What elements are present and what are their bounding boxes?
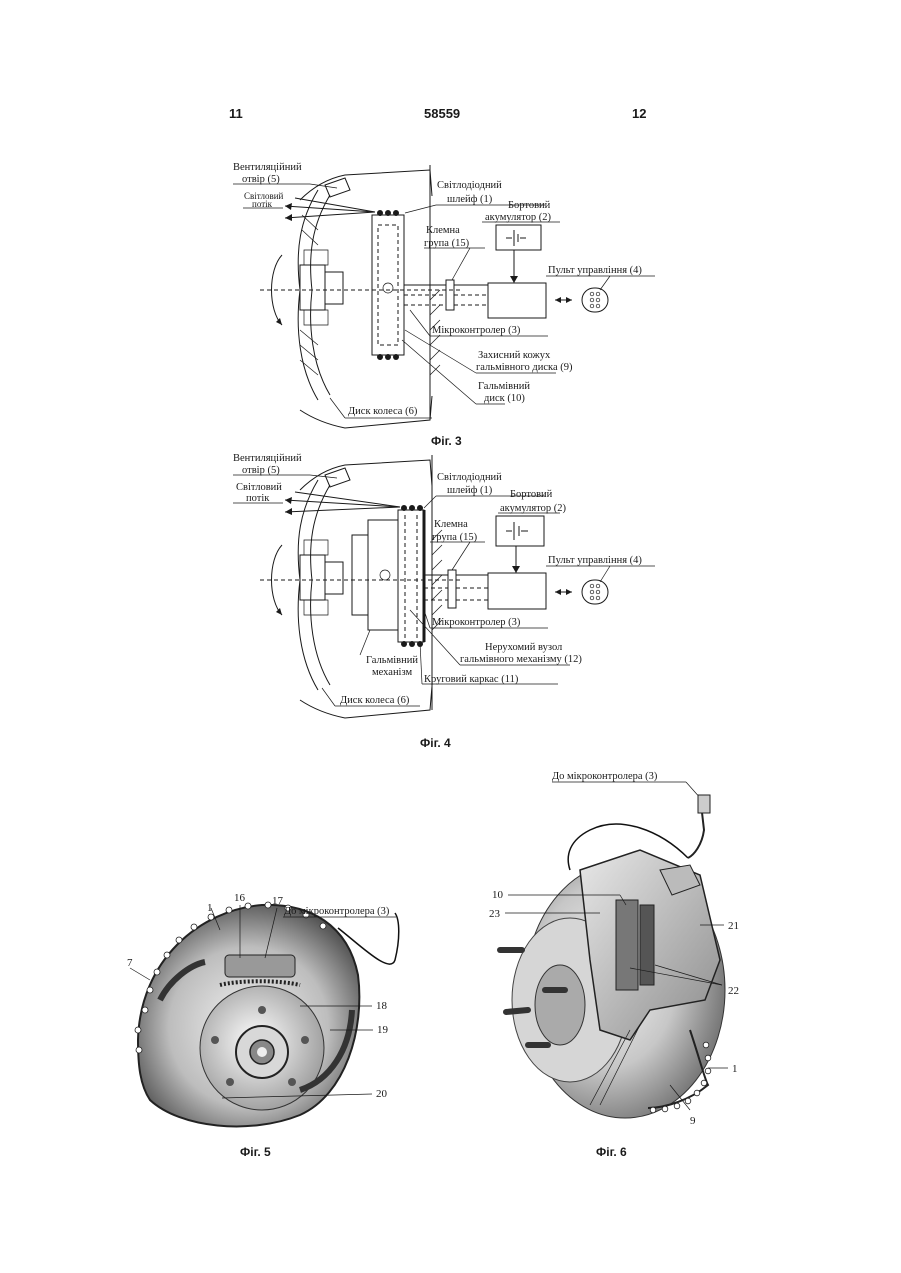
label-led-strip: Світлодіодний bbox=[437, 472, 502, 483]
label-terminal-group: Клемна bbox=[434, 519, 468, 530]
svg-text:гальмівного механізму (12): гальмівного механізму (12) bbox=[460, 654, 582, 665]
label-led-strip: Світлодіодний bbox=[437, 180, 502, 191]
hub bbox=[300, 265, 325, 310]
label-wheel: Диск колеса (6) bbox=[340, 695, 410, 706]
light-flow-arrows bbox=[285, 198, 375, 221]
svg-text:група (15): група (15) bbox=[424, 238, 470, 249]
brake-pad bbox=[616, 900, 638, 990]
page-number-left: 11 bbox=[229, 106, 243, 121]
battery-box bbox=[496, 516, 544, 546]
label-23: 23 bbox=[489, 908, 501, 920]
figure-6-photo: До мікроконтролера (3) 10 23 21 22 1 9 bbox=[0, 765, 901, 1145]
circular-frame bbox=[398, 510, 424, 642]
led-strip bbox=[401, 505, 423, 647]
figure-5-caption: Фіг. 5 bbox=[240, 1145, 271, 1159]
svg-text:шлейф (1): шлейф (1) bbox=[447, 485, 493, 496]
label-10: 10 bbox=[492, 889, 504, 901]
brake-disc bbox=[372, 215, 404, 355]
leader-lines bbox=[233, 184, 655, 418]
sensor-connector bbox=[698, 795, 710, 813]
label-battery: Бортовий bbox=[508, 200, 551, 211]
microcontroller-box bbox=[488, 573, 546, 609]
svg-text:група (15): група (15) bbox=[432, 532, 478, 543]
figure-3-caption: Фіг. 3 bbox=[431, 434, 462, 448]
vent-hole bbox=[325, 178, 350, 197]
page-number-right: 12 bbox=[632, 106, 646, 121]
remote-control-icon bbox=[555, 288, 608, 312]
label-battery: Бортовий bbox=[510, 489, 553, 500]
svg-text:потік: потік bbox=[252, 199, 273, 209]
label-light-flow: Світловий bbox=[236, 482, 282, 493]
microcontroller-box bbox=[488, 283, 546, 318]
svg-text:отвір (5): отвір (5) bbox=[242, 174, 280, 185]
label-22: 22 bbox=[728, 985, 739, 997]
label-9: 9 bbox=[690, 1115, 696, 1127]
label-mcu: Мікроконтролер (3) bbox=[432, 325, 521, 336]
svg-text:акумулятор (2): акумулятор (2) bbox=[500, 503, 567, 514]
patent-number: 58559 bbox=[424, 106, 460, 121]
figure-4-diagram: Вентиляційний отвір (5) Світловий потік … bbox=[0, 448, 901, 738]
svg-text:механізм: механізм bbox=[372, 667, 412, 678]
label-brake-mechanism: Гальмівний bbox=[366, 655, 418, 666]
label-21: 21 bbox=[728, 920, 739, 932]
label-wheel: Диск колеса (6) bbox=[348, 406, 418, 417]
label-1: 1 bbox=[732, 1063, 738, 1075]
label-fixed-unit: Нерухомий вузол bbox=[485, 642, 562, 653]
svg-text:диск (10): диск (10) bbox=[484, 393, 525, 404]
terminal-group bbox=[446, 280, 454, 310]
label-vent-hole: Вентиляційний bbox=[233, 453, 302, 464]
wiring bbox=[404, 250, 518, 305]
label-cover: Захисний кожух bbox=[478, 350, 551, 361]
remote-control-icon bbox=[555, 580, 608, 604]
label-terminal-group: Клемна bbox=[426, 225, 460, 236]
svg-text:потік: потік bbox=[246, 493, 270, 504]
wheel-rim bbox=[298, 460, 432, 718]
brake-mechanism bbox=[368, 520, 398, 630]
label-circular-frame: Круговий каркас (11) bbox=[424, 674, 519, 685]
svg-text:гальмівного диска (9): гальмівного диска (9) bbox=[476, 362, 573, 373]
led-strip bbox=[377, 210, 399, 360]
svg-text:акумулятор (2): акумулятор (2) bbox=[485, 212, 552, 223]
label-remote: Пульт управління (4) bbox=[548, 555, 642, 566]
svg-text:отвір (5): отвір (5) bbox=[242, 465, 280, 476]
figure-6-caption: Фіг. 6 bbox=[596, 1145, 627, 1159]
vent-hole bbox=[325, 468, 350, 487]
label-to-mcu: До мікроконтролера (3) bbox=[552, 771, 658, 782]
terminal-group bbox=[448, 570, 456, 608]
figure-4-caption: Фіг. 4 bbox=[420, 736, 451, 750]
label-brake-disc: Гальмівний bbox=[478, 381, 530, 392]
label-remote: Пульт управління (4) bbox=[548, 265, 642, 276]
light-flow-arrows bbox=[285, 492, 400, 515]
label-mcu: Мікроконтролер (3) bbox=[432, 617, 521, 628]
label-vent-hole: Вентиляційний bbox=[233, 162, 302, 173]
svg-text:шлейф (1): шлейф (1) bbox=[447, 194, 493, 205]
